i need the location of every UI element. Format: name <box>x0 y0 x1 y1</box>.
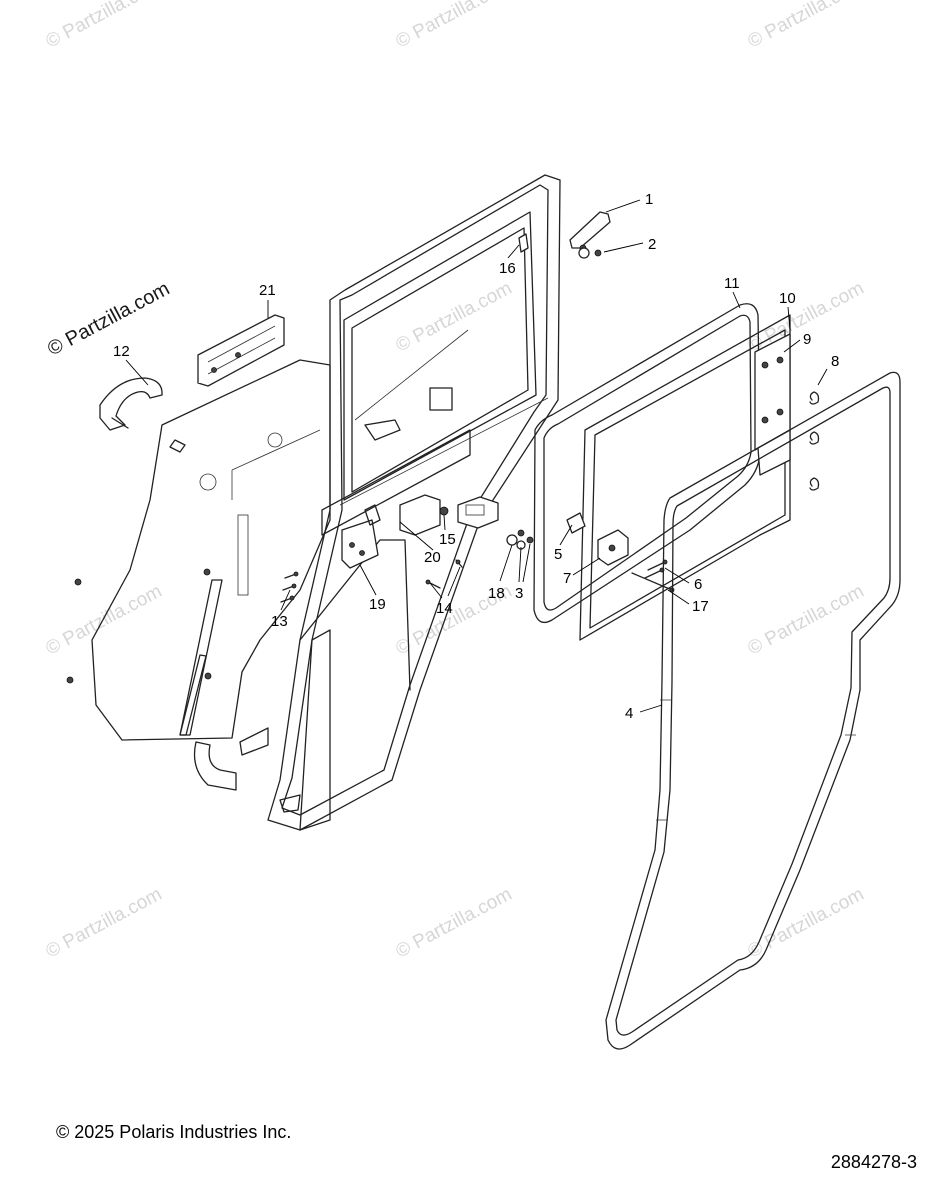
watermark: © Partzilla.com <box>392 0 515 52</box>
callout-4: 4 <box>625 705 633 722</box>
callout-3: 3 <box>515 585 523 602</box>
hinge-plate <box>754 333 791 476</box>
callout-21: 21 <box>259 282 276 299</box>
callouts: 1 2 3 4 5 6 7 8 9 10 11 12 13 14 15 16 1… <box>113 191 839 722</box>
document-number: 2884278-3 <box>830 1152 917 1172</box>
callout-7: 7 <box>563 570 571 587</box>
door-frame <box>267 174 561 831</box>
washer-group <box>506 529 534 550</box>
door-seal <box>605 371 901 1050</box>
watermark: © Partzilla.com <box>744 884 867 963</box>
screw <box>631 559 675 593</box>
door-latch <box>341 494 441 569</box>
watermark-layer: © Partzilla.com © Partzilla.com © Partzi… <box>42 0 867 962</box>
callout-19: 19 <box>369 596 386 613</box>
hinge-clip <box>518 233 529 253</box>
check-strap <box>569 211 611 259</box>
callout-16: 16 <box>499 260 516 277</box>
striker-bracket <box>457 496 499 529</box>
watermark: © Partzilla.com <box>42 581 165 660</box>
watermark: © Partzilla.com <box>42 0 165 52</box>
callout-10: 10 <box>779 290 796 307</box>
copyright-notice: © 2025 Polaris Industries Inc. <box>56 1122 292 1142</box>
callout-17: 17 <box>692 598 709 615</box>
watermark: © Partzilla.com <box>744 581 867 660</box>
lower-trim-tube <box>193 727 269 791</box>
grab-handle <box>99 377 163 431</box>
callout-15: 15 <box>439 531 456 548</box>
watermark: © Partzilla.com <box>744 0 867 52</box>
callout-18: 18 <box>488 585 505 602</box>
bumper <box>439 506 449 516</box>
trim-strip <box>179 579 223 736</box>
callout-2: 2 <box>648 236 656 253</box>
callout-13: 13 <box>271 613 288 630</box>
callout-14: 14 <box>436 600 453 617</box>
callout-1: 1 <box>645 191 653 208</box>
screw <box>280 571 299 603</box>
window-clip <box>809 391 820 491</box>
watermark: © Partzilla.com <box>392 884 515 963</box>
watermark: © Partzilla.com <box>392 278 515 357</box>
callout-9: 9 <box>803 331 811 348</box>
partzilla-brand-mark: © Partzilla.com <box>44 278 173 361</box>
callout-5: 5 <box>554 546 562 563</box>
leader-lines <box>125 199 828 713</box>
callout-11: 11 <box>724 275 740 292</box>
callout-12: 12 <box>113 343 130 360</box>
callout-6: 6 <box>694 576 702 593</box>
watermark: © Partzilla.com <box>42 884 165 963</box>
screw <box>425 559 463 589</box>
callout-20: 20 <box>424 549 441 566</box>
pull-pad <box>197 314 285 387</box>
callout-8: 8 <box>831 353 839 370</box>
window-latch <box>566 512 629 566</box>
